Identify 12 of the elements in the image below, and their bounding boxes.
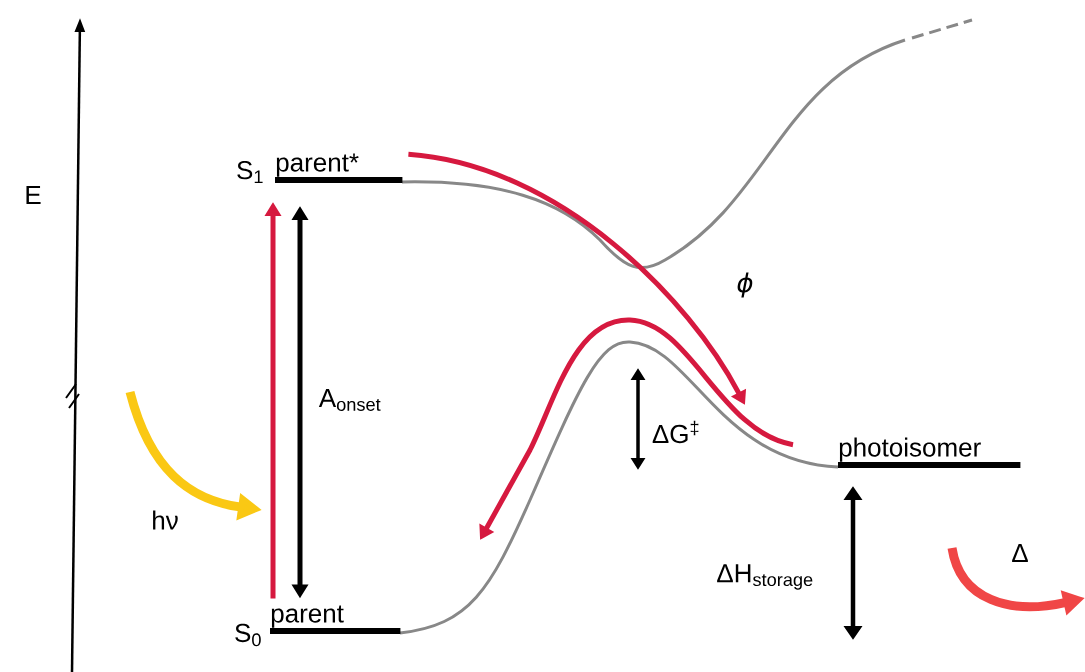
axis-label: E <box>26 186 41 204</box>
energy-level: parent* <box>275 153 403 183</box>
state-label: S$_{1}$ <box>237 160 263 184</box>
edge-label: ϕ <box>735 271 755 299</box>
barrier-label: ΔG$^{‡}$ <box>652 420 699 444</box>
photon-label: hν <box>153 510 178 530</box>
edge-label: A$_{onset}$ <box>317 388 383 412</box>
heat-label: Δ <box>1012 544 1028 562</box>
energy-level: photoisomer <box>838 437 1021 468</box>
storage-label: ΔH$_{storage}$ <box>717 564 813 590</box>
state-label: S$_{0}$ <box>235 623 261 647</box>
energy-level: parent <box>270 605 401 634</box>
